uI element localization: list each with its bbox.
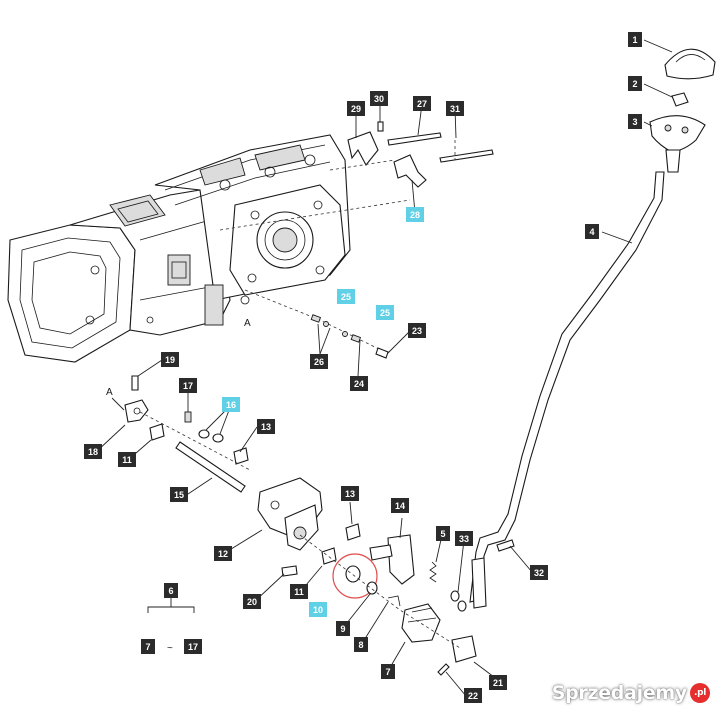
callout-16: 16 [222, 397, 240, 412]
svg-text:20: 20 [247, 597, 257, 607]
svg-text:24: 24 [354, 379, 364, 389]
shift-fork-assembly [219, 121, 494, 231]
callout-27: 27 [413, 96, 431, 111]
callout-28: 28 [406, 207, 424, 222]
callout-15: 15 [170, 487, 188, 502]
svg-text:7: 7 [145, 642, 150, 652]
callout-14: 14 [391, 498, 409, 513]
callout-23: 23 [408, 323, 426, 338]
svg-text:27: 27 [417, 99, 427, 109]
callout-20: 20 [243, 594, 261, 609]
shifter-linkage: A [106, 375, 477, 676]
callout-5: 5 [436, 526, 450, 541]
callout-25-lower: 25 [376, 305, 394, 320]
svg-text:2: 2 [632, 79, 637, 89]
callout-7-boot: 7 [381, 664, 395, 679]
callout-13-right: 13 [341, 486, 359, 501]
callout-12: 12 [214, 546, 232, 561]
svg-text:32: 32 [534, 568, 544, 578]
svg-text:7: 7 [385, 667, 390, 677]
callout-17-range-end: 17 [184, 639, 202, 654]
callout-32: 32 [530, 565, 548, 580]
callout-2: 2 [628, 76, 642, 91]
svg-text:6: 6 [168, 586, 173, 596]
svg-text:19: 19 [165, 355, 175, 365]
callout-8: 8 [354, 637, 368, 652]
watermark-text: Sprzedajemy [551, 682, 688, 704]
gear-lever-assembly [469, 48, 716, 609]
callout-11-lower: 11 [290, 584, 308, 599]
svg-text:21: 21 [493, 678, 503, 688]
point-a-label-lower: A [106, 387, 113, 398]
watermark-suffix: .pl [690, 683, 710, 703]
svg-text:15: 15 [174, 490, 184, 500]
svg-text:31: 31 [450, 104, 460, 114]
svg-text:16: 16 [226, 400, 236, 410]
detent-parts [244, 289, 389, 359]
callout-31: 31 [446, 101, 464, 116]
svg-text:29: 29 [351, 104, 361, 114]
watermark: Sprzedajemy .pl [552, 682, 710, 704]
svg-text:22: 22 [468, 691, 478, 701]
callout-10: 10 [309, 602, 327, 617]
svg-text:25: 25 [341, 292, 351, 302]
range-separator: ~ [167, 643, 173, 654]
callout-13-upper: 13 [257, 419, 275, 434]
callout-24: 24 [350, 376, 368, 391]
svg-text:13: 13 [345, 489, 355, 499]
callout-25-upper: 25 [337, 289, 355, 304]
callout-29: 29 [347, 101, 365, 116]
svg-text:11: 11 [122, 455, 132, 465]
svg-text:4: 4 [589, 227, 594, 237]
svg-text:9: 9 [340, 624, 345, 634]
callout-21: 21 [489, 675, 507, 690]
callout-9: 9 [336, 621, 350, 636]
svg-text:8: 8 [358, 640, 363, 650]
svg-text:17: 17 [183, 381, 193, 391]
svg-text:33: 33 [459, 534, 469, 544]
svg-text:13: 13 [261, 422, 271, 432]
svg-text:17: 17 [188, 642, 198, 652]
highlight-circle [332, 553, 378, 599]
callout-22: 22 [464, 688, 482, 703]
svg-text:26: 26 [314, 357, 324, 367]
callout-19: 19 [161, 352, 179, 367]
svg-text:18: 18 [88, 447, 98, 457]
callout-4: 4 [585, 224, 599, 239]
svg-text:30: 30 [374, 94, 384, 104]
svg-text:28: 28 [410, 210, 420, 220]
svg-text:23: 23 [412, 326, 422, 336]
point-a-label-upper: A [244, 318, 251, 329]
callout-30: 30 [370, 91, 388, 106]
callout-26: 26 [310, 354, 328, 369]
svg-text:10: 10 [313, 605, 323, 615]
callout-17-upper: 17 [179, 378, 197, 393]
svg-text:12: 12 [218, 549, 228, 559]
transmission-housing [7, 134, 351, 363]
callout-6: 6 [164, 583, 178, 598]
svg-text:25: 25 [380, 308, 390, 318]
svg-text:1: 1 [632, 35, 637, 45]
svg-text:14: 14 [395, 501, 405, 511]
callout-18: 18 [84, 444, 102, 459]
svg-text:3: 3 [632, 117, 637, 127]
callout-33: 33 [455, 531, 473, 546]
callout-3: 3 [628, 114, 642, 129]
svg-text:11: 11 [294, 587, 304, 597]
callout-7-range-start: 7 [141, 639, 155, 654]
callout-11-upper: 11 [118, 452, 136, 467]
svg-text:5: 5 [440, 529, 445, 539]
callout-1: 1 [628, 32, 642, 47]
